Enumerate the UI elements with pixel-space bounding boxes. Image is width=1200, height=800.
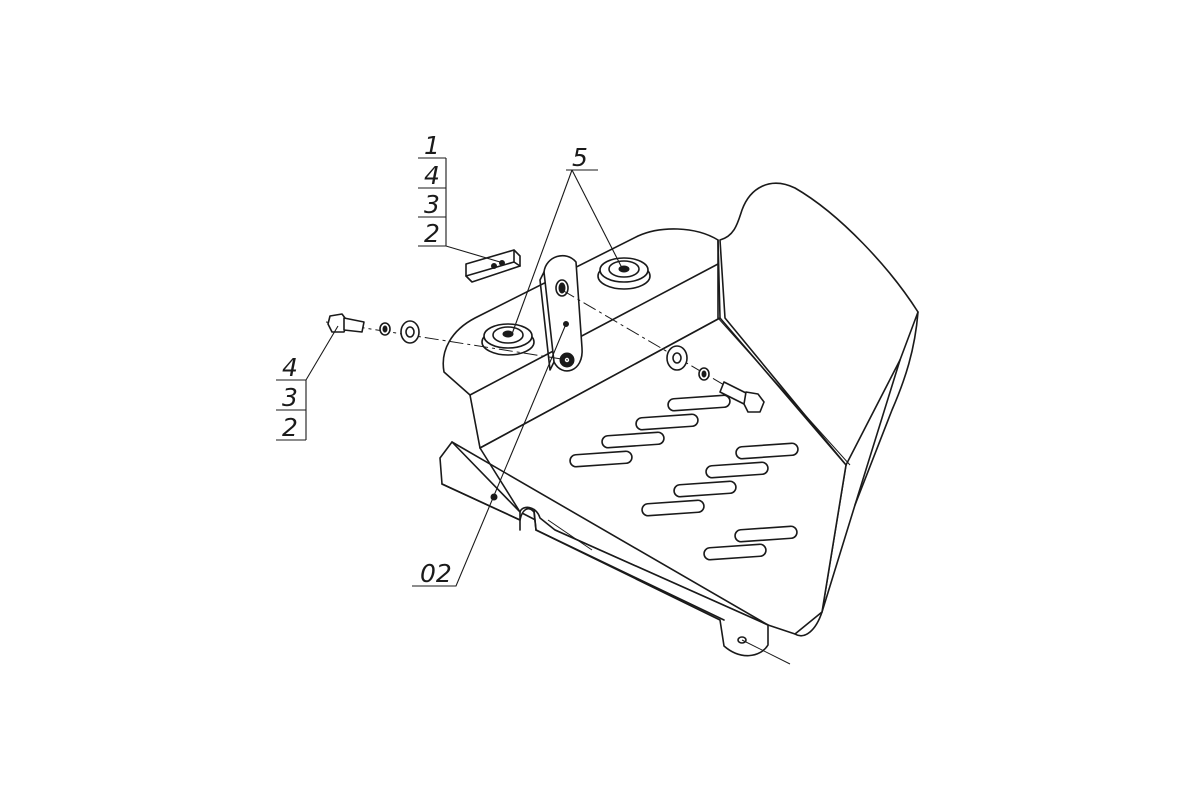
callout-stack-left: 4 3 2 — [276, 353, 307, 442]
stud-left — [481, 323, 535, 356]
callout-stack-top: 1 4 3 2 — [418, 131, 447, 248]
stack-top-item-3: 3 — [424, 190, 440, 219]
left-fastener-set — [325, 313, 569, 361]
stack-left-item-2: 3 — [282, 383, 298, 412]
label-5: 5 — [572, 143, 588, 172]
right-fastener-set — [561, 289, 765, 413]
small-bracket — [465, 249, 521, 283]
stack-top-item-1: 1 — [424, 131, 440, 160]
floor-slots — [569, 394, 799, 561]
stack-top-item-4: 2 — [424, 219, 440, 248]
bracket-plate — [539, 254, 583, 372]
stack-top-item-2: 4 — [424, 161, 440, 190]
label-02: 02 — [420, 559, 452, 588]
right-side-wall — [719, 182, 919, 466]
stack-left-item-1: 4 — [282, 353, 298, 382]
right-wall-edge — [794, 311, 919, 637]
stud-right — [597, 257, 651, 290]
stack-left-item-3: 2 — [282, 413, 298, 442]
